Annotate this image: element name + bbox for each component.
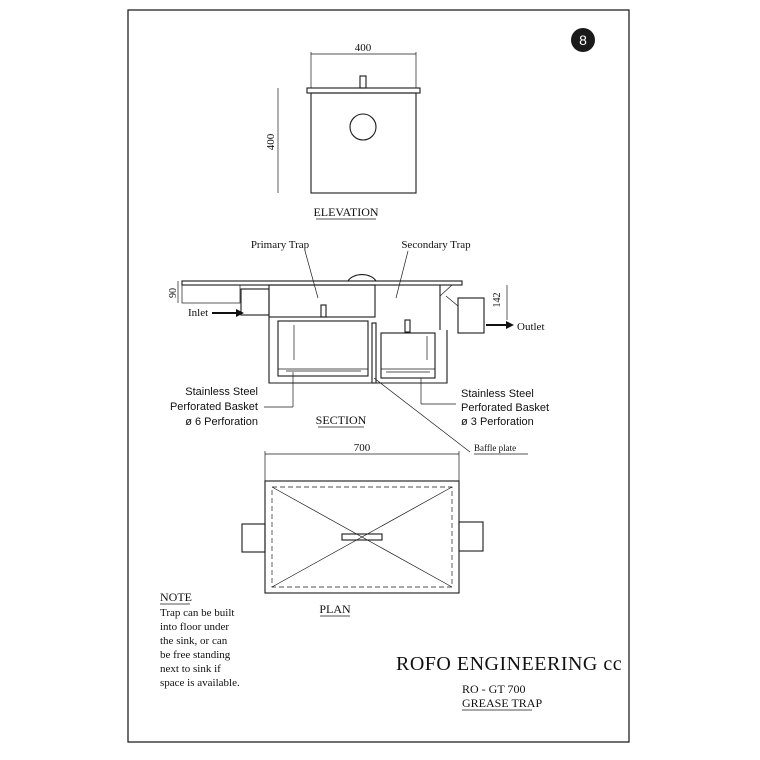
section-dim-right: 142 [492,293,503,308]
section-lid-knob [347,274,377,282]
primary-basket [277,320,369,377]
inlet-label: Inlet [188,307,208,319]
outlet-label: Outlet [517,321,545,333]
section-view: Primary Trap Secondary Trap 90 142 Inlet… [168,239,549,455]
secondary-basket [380,332,436,379]
elevation-body [310,92,417,194]
note-heading: NOTE [160,590,192,604]
note-line-2: into floor under [160,621,229,633]
plan-view: 700 PLAN [241,442,484,617]
model-number: RO - GT 700 [462,682,525,696]
primary-trap-label: Primary Trap [251,239,310,251]
left-basket-line-3: ø 6 Perforation [185,416,258,428]
section-caption: SECTION [316,413,367,427]
note-line-6: space is available. [160,677,240,689]
elevation-handle [359,75,367,89]
section-dim-left: 90 [168,288,179,298]
inlet-coupling [240,288,270,316]
note-block: NOTE Trap can be built into floor under … [160,590,240,689]
left-basket-line-1: Stainless Steel [185,386,258,398]
plan-handle [341,533,383,541]
title-block: ROFO ENGINEERING cc RO - GT 700 GREASE T… [396,653,622,711]
note-line-1: Trap can be built [160,607,234,619]
sheet-border [127,9,630,743]
left-basket-line-2: Perforated Basket [170,401,258,413]
plan-outlet-pipe [458,521,484,552]
note-line-5: next to sink if [160,663,221,675]
elevation-pipe-opening [349,113,377,141]
elevation-height-dim: 400 [265,133,277,150]
plan-inner-box [271,486,453,588]
page-number-badge: 8 [571,28,595,52]
left-basket-note: Stainless Steel Perforated Basket ø 6 Pe… [170,386,258,428]
baffle-plate-label: Baffle plate [474,443,516,453]
right-basket-line-1: Stainless Steel [461,388,534,400]
right-basket-line-2: Perforated Basket [461,402,549,414]
inlet-pipe [181,284,241,304]
baffle-plate [371,322,377,384]
plan-inlet-pipe [241,523,266,553]
note-line-3: the sink, or can [160,635,228,647]
elevation-view: 400 400 ELEVATION [265,42,421,220]
elevation-width-dim: 400 [355,42,372,54]
elevation-lid [306,87,421,94]
section-lid [181,280,463,286]
right-basket-note: Stainless Steel Perforated Basket ø 3 Pe… [461,388,549,428]
product-name: GREASE TRAP [462,696,542,710]
elevation-caption: ELEVATION [313,205,378,219]
section-tank-body [268,317,448,384]
primary-chamber-top [268,284,376,318]
right-basket-line-3: ø 3 Perforation [461,416,534,428]
company-name: ROFO ENGINEERING cc [396,653,622,675]
secondary-trap-label: Secondary Trap [401,239,471,251]
note-line-4: be free standing [160,649,231,661]
page-number: 8 [579,32,587,48]
plan-caption: PLAN [319,602,351,616]
outlet-coupling [457,297,485,334]
plan-width-dim: 700 [354,442,371,454]
